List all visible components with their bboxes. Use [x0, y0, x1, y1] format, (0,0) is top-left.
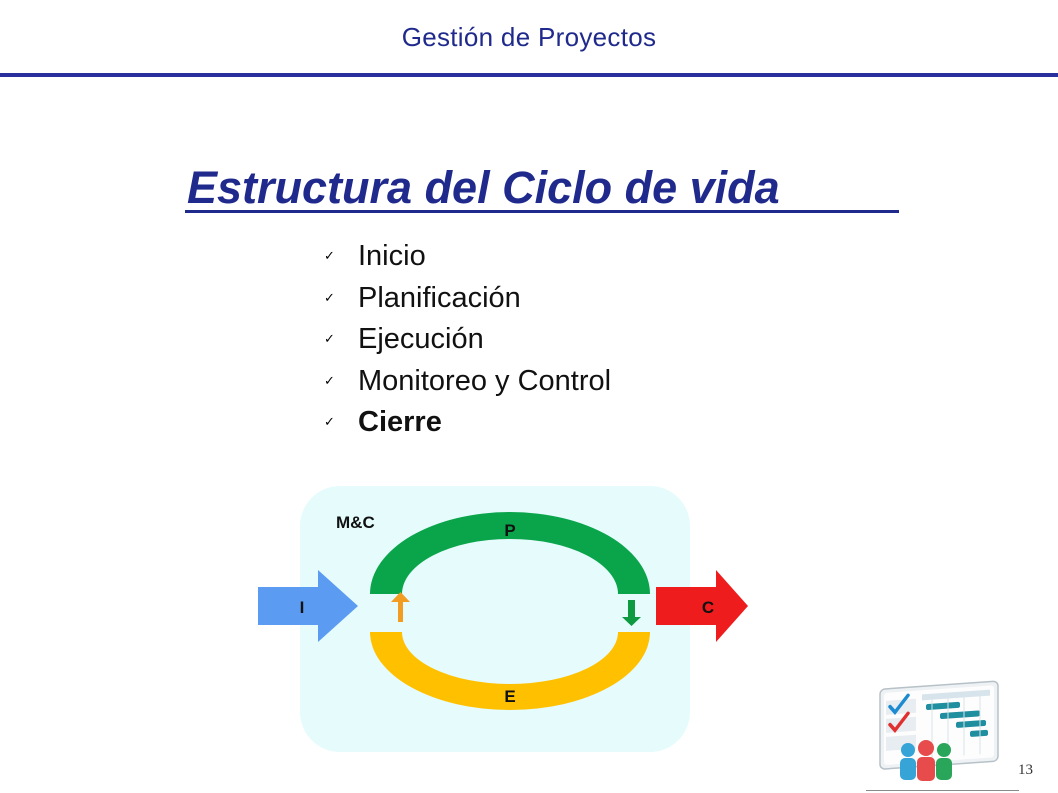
execution-label: E: [504, 687, 515, 706]
execution-arc: [370, 632, 650, 710]
footer-rule: [866, 790, 1019, 791]
output-arrow: [656, 570, 748, 642]
phase-label: Ejecución: [358, 323, 484, 356]
life-cycle-diagram: M&C P E I C: [258, 486, 748, 752]
check-icon: ✓: [324, 373, 335, 389]
check-icon: ✓: [324, 415, 335, 431]
checklist-gantt-people-icon: [879, 680, 999, 781]
up-arrow-icon: [391, 592, 410, 622]
header-rule: [0, 73, 1058, 77]
phase-label: Cierre: [358, 406, 442, 439]
phase-item-monitoreo-control: ✓ Monitoreo y Control: [324, 361, 611, 403]
title-underline: [185, 210, 899, 213]
check-icon: ✓: [324, 332, 335, 348]
slide-title: Estructura del Ciclo de vida: [187, 162, 780, 213]
phase-item-planificacion: ✓ Planificación: [324, 278, 611, 320]
input-arrow: [258, 570, 358, 642]
phase-label: Inicio: [358, 240, 426, 273]
phase-list: ✓ Inicio ✓ Planificación ✓ Ejecución ✓ M…: [324, 236, 611, 444]
phase-item-cierre: ✓ Cierre: [324, 402, 611, 444]
monitoring-control-label: M&C: [336, 513, 375, 532]
planning-label: P: [504, 521, 515, 540]
header-title: Gestión de Proyectos: [401, 22, 657, 52]
phase-item-inicio: ✓ Inicio: [324, 236, 611, 278]
down-arrow-icon: [622, 600, 641, 626]
phase-item-ejecucion: ✓ Ejecución: [324, 319, 611, 361]
check-icon: ✓: [324, 290, 335, 306]
phase-label: Monitoreo y Control: [358, 364, 612, 397]
page-number: 13: [1018, 762, 1033, 778]
check-icon: ✓: [324, 249, 335, 265]
phase-label: Planificación: [358, 281, 521, 314]
input-arrow-label: I: [300, 598, 305, 617]
planning-arc: [370, 512, 650, 594]
output-arrow-label: C: [702, 598, 714, 617]
